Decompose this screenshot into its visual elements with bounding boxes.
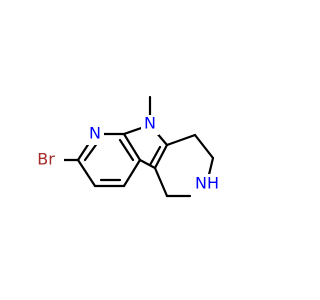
label-bg-nh bbox=[192, 174, 222, 196]
molecule-structure-diagram: Br N N NH bbox=[34, 95, 222, 198]
label-bg-n-pyridine bbox=[86, 125, 104, 145]
atom-label-layer: Br N N NH bbox=[34, 114, 222, 196]
bond-c4-c4a bbox=[122, 158, 142, 188]
bond-c9a-c8 bbox=[165, 133, 197, 147]
bond-c4a-c8a-inner bbox=[118, 138, 135, 162]
bond-layer bbox=[48, 95, 215, 198]
indole-nitrogen-label: N bbox=[144, 114, 156, 133]
label-bg-br bbox=[34, 149, 64, 171]
label-bg-n-indole bbox=[141, 115, 159, 135]
bond-c4b-c4a bbox=[138, 158, 157, 170]
amine-nh-label: NH bbox=[195, 174, 219, 193]
bond-c8-c7 bbox=[193, 133, 215, 160]
bromine-label: Br bbox=[37, 150, 55, 169]
bond-c9a-c4b bbox=[153, 143, 169, 170]
bond-c4a-c8a bbox=[122, 132, 142, 162]
pyridine-nitrogen-label: N bbox=[89, 124, 101, 143]
bond-c9a-c4b-inner bbox=[148, 145, 162, 167]
bond-c2-c3 bbox=[76, 158, 97, 188]
bond-c5-c4b bbox=[153, 166, 169, 198]
